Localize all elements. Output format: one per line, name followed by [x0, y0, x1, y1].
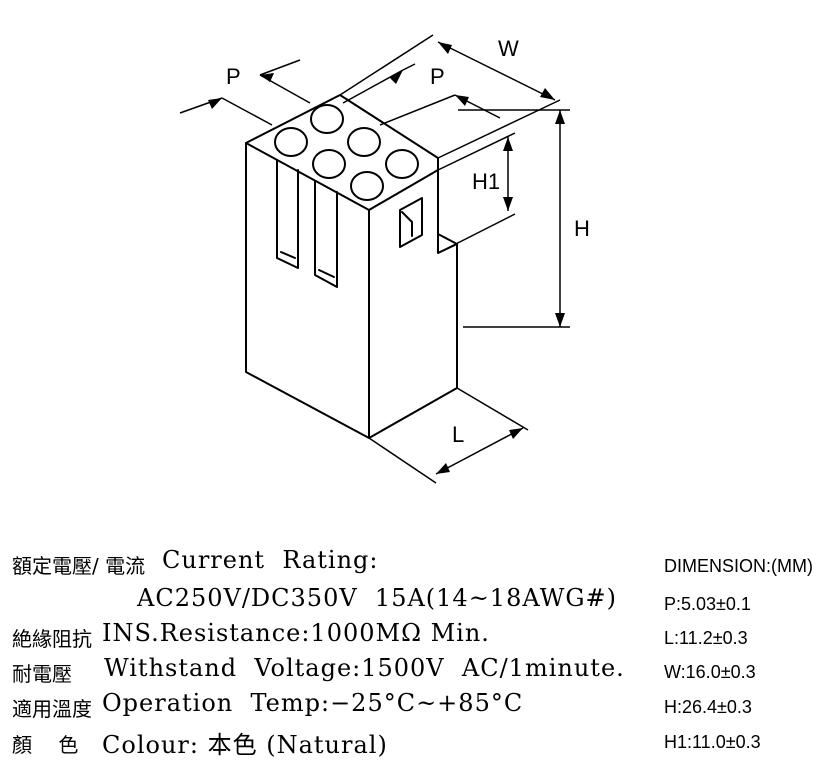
label-h: H	[574, 216, 590, 241]
side-latch	[401, 211, 413, 237]
pin-hole	[274, 127, 308, 157]
dimension-w: W:16.0±0.3	[664, 662, 756, 682]
connector-drawing: P P W H1 H L	[179, 34, 590, 484]
pin-hole	[312, 149, 346, 179]
spec-rating-en: Current Rating:	[162, 546, 379, 574]
front-slot	[276, 159, 299, 269]
spec-colour-en: Colour: 本色 (Natural)	[102, 731, 388, 759]
label-w: W	[498, 36, 519, 61]
pin-hole	[385, 149, 419, 179]
pin-hole	[347, 127, 381, 157]
spec-operation-cn: 適用溫度	[12, 697, 92, 721]
housing-outline	[245, 94, 458, 439]
spec-withstand-en: Withstand Voltage:1500V AC/1minute.	[104, 654, 625, 682]
housing-top-right-edge	[368, 169, 439, 211]
spec-operation-en: Operation Temp:−25°C~+85°C	[102, 689, 524, 717]
side-latch	[399, 197, 423, 248]
label-p-left: P	[226, 64, 241, 89]
label-l: L	[452, 422, 464, 447]
pin-hole	[350, 171, 384, 201]
spec-colour-cn: 顏 色	[12, 733, 79, 757]
dimension-title: DIMENSION:(MM)	[664, 556, 813, 576]
spec-withstand-cn: 耐電壓	[12, 662, 72, 686]
spec-rating-value: AC250V/DC350V 15A(14~18AWG#)	[137, 584, 618, 612]
dimension-h1: H1:11.0±0.3	[664, 732, 761, 752]
label-p-right: P	[430, 64, 445, 89]
label-h1: H1	[472, 169, 500, 194]
front-slot	[314, 180, 338, 288]
spec-insulation-en: INS.Resistance:1000MΩ Min.	[102, 619, 490, 647]
spec-insulation-cn: 絶緣阻抗	[12, 627, 92, 651]
dimension-p: P:5.03±0.1	[664, 594, 751, 614]
pin-hole	[310, 104, 344, 134]
spec-rating-cn: 額定電壓/ 電流	[12, 554, 146, 578]
dimension-l: L:11.2±0.3	[664, 628, 748, 648]
front-slot	[280, 251, 296, 259]
dimension-h: H:26.4±0.3	[664, 697, 752, 717]
front-slot	[318, 269, 335, 278]
